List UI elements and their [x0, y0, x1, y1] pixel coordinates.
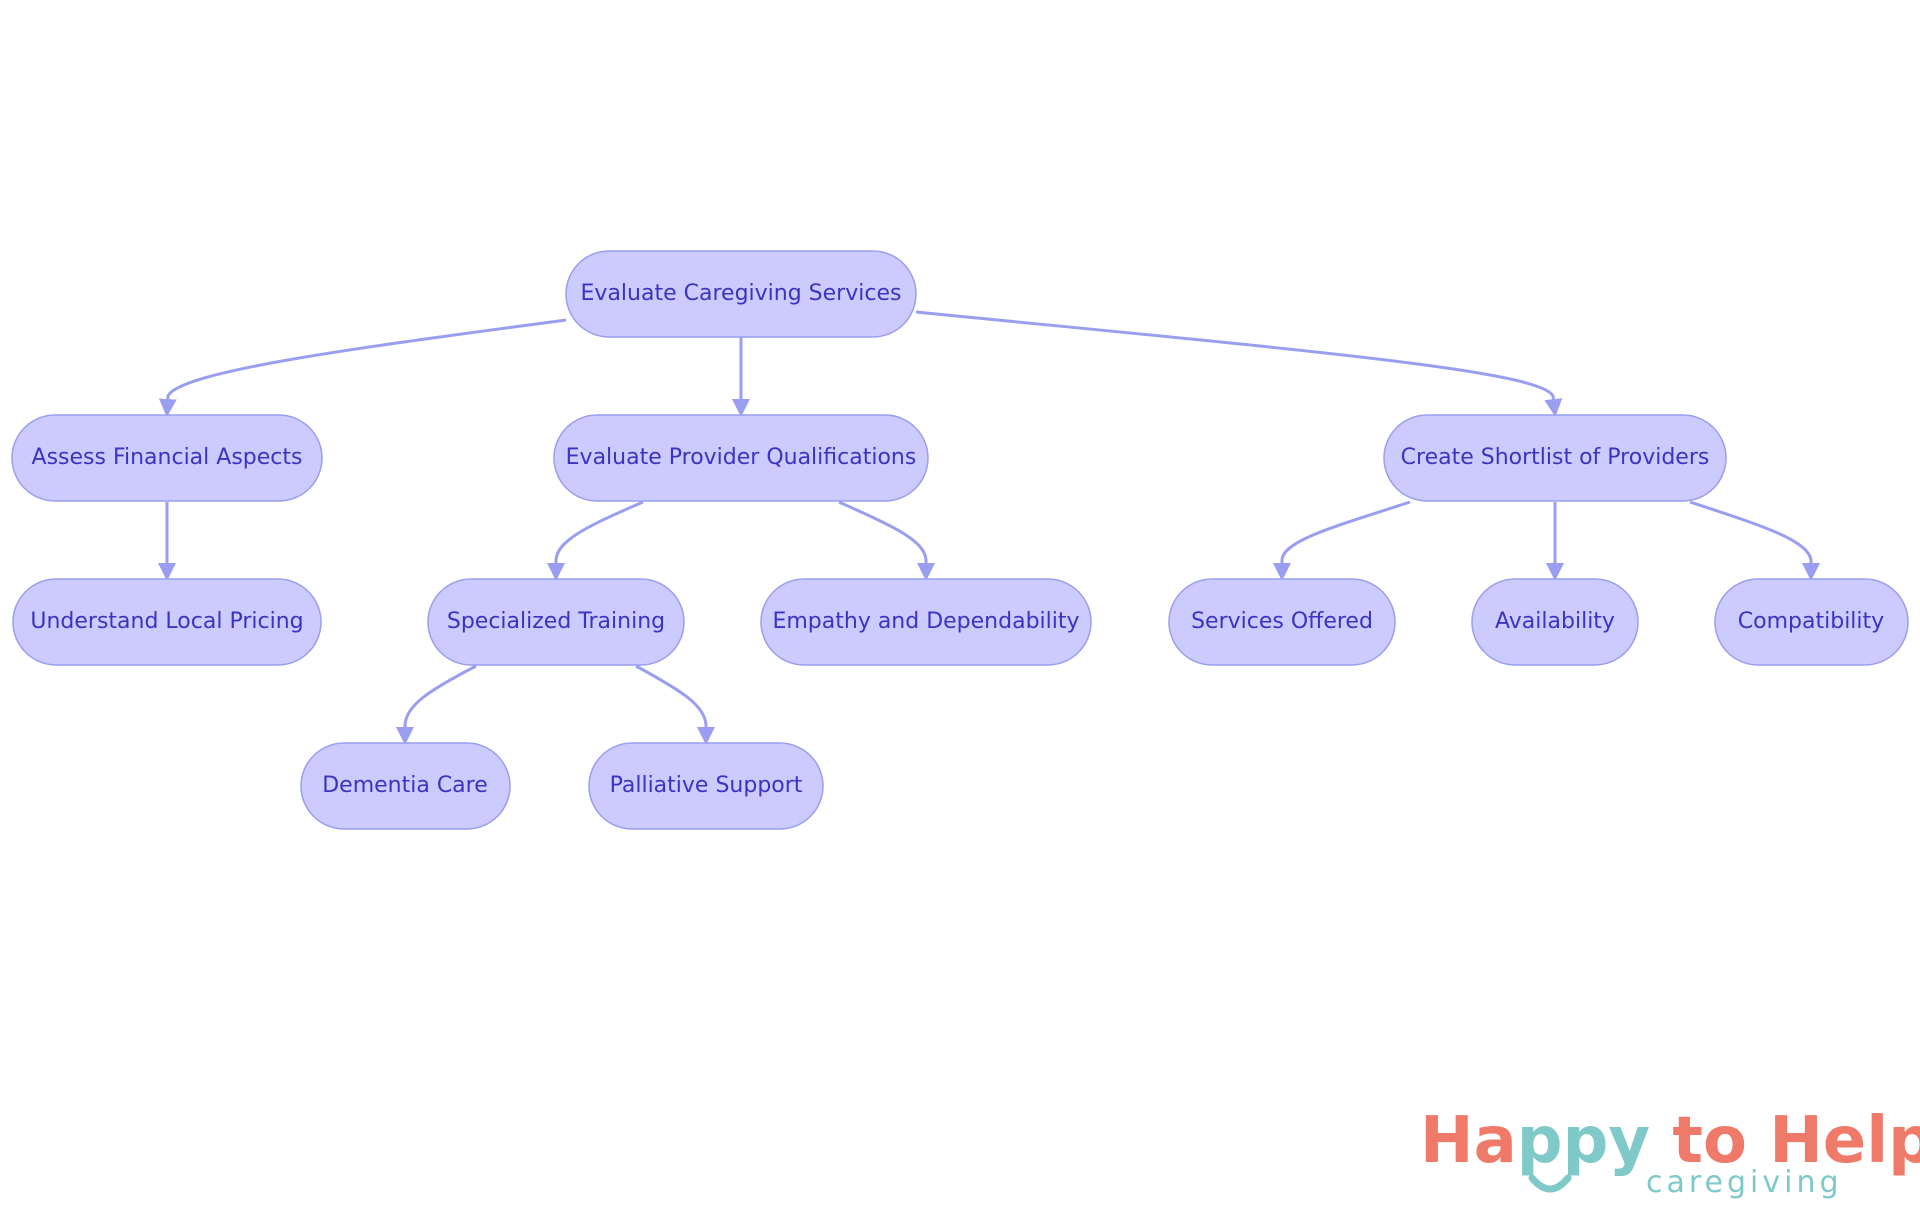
edge-training-dementia — [396, 664, 477, 745]
node-services[interactable]: Services Offered — [1168, 578, 1396, 666]
node-pricing[interactable]: Understand Local Pricing — [12, 578, 322, 666]
node-root[interactable]: Evaluate Caregiving Services — [565, 250, 917, 338]
smile-icon — [1528, 1174, 1572, 1193]
node-qualifications[interactable]: Evaluate Provider Qualifications — [553, 414, 929, 502]
node-palliative-label: Palliative Support — [610, 773, 803, 798]
node-root-label: Evaluate Caregiving Services — [581, 281, 902, 306]
node-services-label: Services Offered — [1191, 609, 1373, 634]
logo-word-ppy: ppy — [1517, 1104, 1650, 1178]
node-palliative[interactable]: Palliative Support — [588, 742, 824, 830]
node-availability[interactable]: Availability — [1471, 578, 1639, 666]
edge-qualifications-training — [547, 500, 644, 581]
node-empathy-label: Empathy and Dependability — [772, 609, 1079, 634]
node-pricing-label: Understand Local Pricing — [30, 609, 303, 634]
node-financial-label: Assess Financial Aspects — [32, 445, 303, 470]
edge-shortlist-services — [1273, 500, 1411, 581]
edge-root-financial — [158, 318, 567, 417]
logo-subtitle: caregiving — [1646, 1165, 1843, 1200]
edge-qualifications-empathy — [838, 500, 935, 581]
logo-wordmark: Happy to Help — [1420, 1104, 1920, 1178]
edges — [158, 310, 1820, 745]
node-shortlist[interactable]: Create Shortlist of Providers — [1383, 414, 1727, 502]
node-qualifications-label: Evaluate Provider Qualifications — [566, 445, 917, 470]
node-dementia-label: Dementia Care — [322, 773, 488, 798]
edge-training-palliative — [635, 664, 715, 745]
logo-word-ha: Ha — [1420, 1104, 1517, 1178]
node-training-label: Specialized Training — [447, 609, 665, 634]
node-availability-label: Availability — [1495, 609, 1615, 634]
node-empathy[interactable]: Empathy and Dependability — [760, 578, 1092, 666]
node-dementia[interactable]: Dementia Care — [300, 742, 511, 830]
node-training[interactable]: Specialized Training — [427, 578, 685, 666]
happy-to-help-logo: Happy to Help caregiving — [1420, 1104, 1920, 1200]
logo-word-to-help: to Help — [1650, 1104, 1920, 1178]
node-shortlist-label: Create Shortlist of Providers — [1401, 445, 1710, 470]
node-compatibility-label: Compatibility — [1738, 609, 1884, 634]
node-financial[interactable]: Assess Financial Aspects — [11, 414, 323, 502]
edge-root-shortlist — [915, 310, 1563, 417]
edge-shortlist-compatibility — [1689, 500, 1820, 581]
node-compatibility[interactable]: Compatibility — [1714, 578, 1909, 666]
